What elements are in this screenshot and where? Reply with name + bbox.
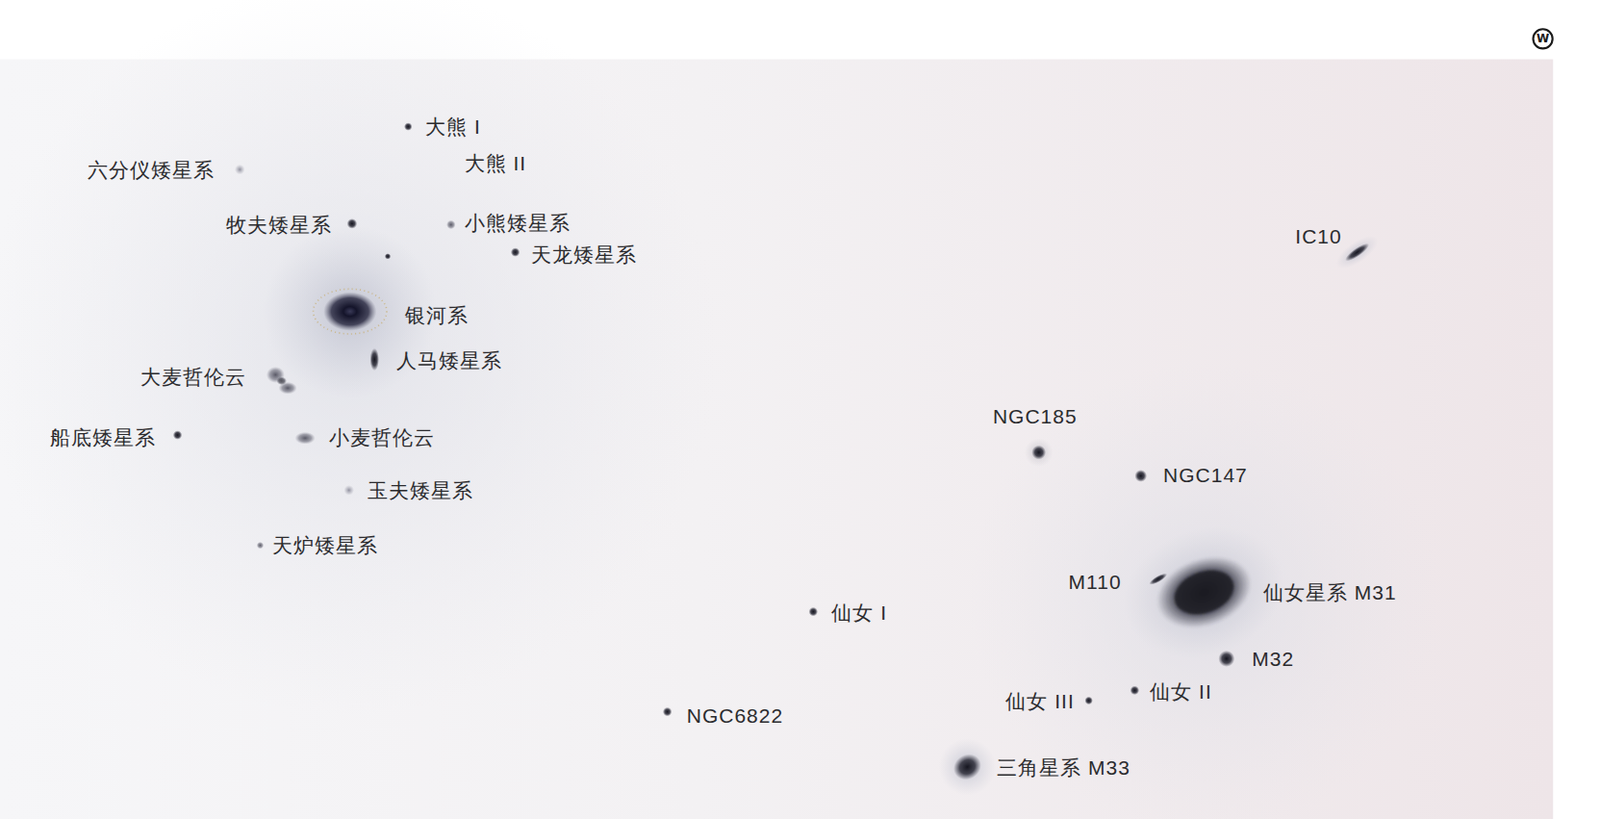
galaxy-label-box: 天炉矮星系 [272,533,379,558]
galaxy-name: 仙女 I [831,600,888,625]
galaxy-name: 小麦哲伦云 [329,425,435,450]
galaxy-name: 人马矮星系 [396,348,503,373]
galaxy-label-box: 小麦哲伦云 [329,425,435,450]
galaxy-label-box: 三角星系 M33 [996,755,1131,780]
galaxy-name: 银河系 [405,303,469,328]
galaxy-label-box: NGC6822 [686,703,784,728]
galaxy-label-box: NGC185 [992,404,1078,429]
galaxy-label-box: NGC147 [1163,462,1248,487]
galaxy-label-box: 大麦哲伦云 [140,364,247,389]
galaxy-name: 天炉矮星系 [272,533,379,558]
galaxy-name: 仙女星系 M31 [1263,580,1397,605]
galaxy-label-box: 船底矮星系 [50,425,156,450]
galaxy-label-box: M110 [1068,569,1122,594]
galaxy-name: 大熊 II [464,151,528,176]
galaxy-label-box: 天龙矮星系 [531,242,637,267]
galaxy-name: 大麦哲伦云 [140,364,247,389]
galaxy-label-box: 仙女星系 M31 [1263,580,1397,605]
galaxy-name: NGC147 [1163,462,1248,487]
galaxy-name: 小熊矮星系 [464,210,571,235]
galaxy-label-box: 小熊矮星系 [464,210,571,235]
galaxy-label-box: 银河系 [405,303,469,328]
galaxy-label-box: 仙女 I [831,600,888,625]
galaxy-label-box: 仙女 II [1149,679,1213,704]
galaxy-label-box: 仙女 III [1005,688,1074,713]
galaxy-name: NGC6822 [686,703,784,728]
galaxy-name: 三角星系 M33 [996,755,1131,780]
galaxy-name: IC10 [1295,224,1342,249]
galaxy-name: M110 [1068,569,1122,594]
galaxy-label-box: 牧夫矮星系 [226,212,332,237]
galaxy-name: 大熊 I [425,114,482,139]
galaxy-name: 六分仪矮星系 [87,157,215,182]
galaxy-label-box: IC10 [1295,224,1342,249]
galaxy-label-box: 人马矮星系 [396,348,503,373]
galaxy-label-box: 六分仪矮星系 [87,157,215,182]
galaxy-name: 仙女 II [1149,679,1213,704]
galaxy-name: 船底矮星系 [50,425,156,450]
galaxy-name: 天龙矮星系 [531,242,637,267]
galaxy-name: 牧夫矮星系 [226,212,332,237]
galaxy-label-box: 玉夫矮星系 [367,478,474,503]
galaxy-label-box: 大熊 I [425,114,482,139]
watermark: W [1536,32,1550,45]
galaxy-name: NGC185 [992,404,1078,429]
galaxy-label-box: 大熊 II [464,151,528,176]
galaxy-label-box: M32 [1251,646,1295,671]
galaxy-name: M32 [1251,646,1295,671]
galaxy-name: 玉夫矮星系 [367,478,474,503]
galaxy-name: 仙女 III [1005,688,1074,713]
